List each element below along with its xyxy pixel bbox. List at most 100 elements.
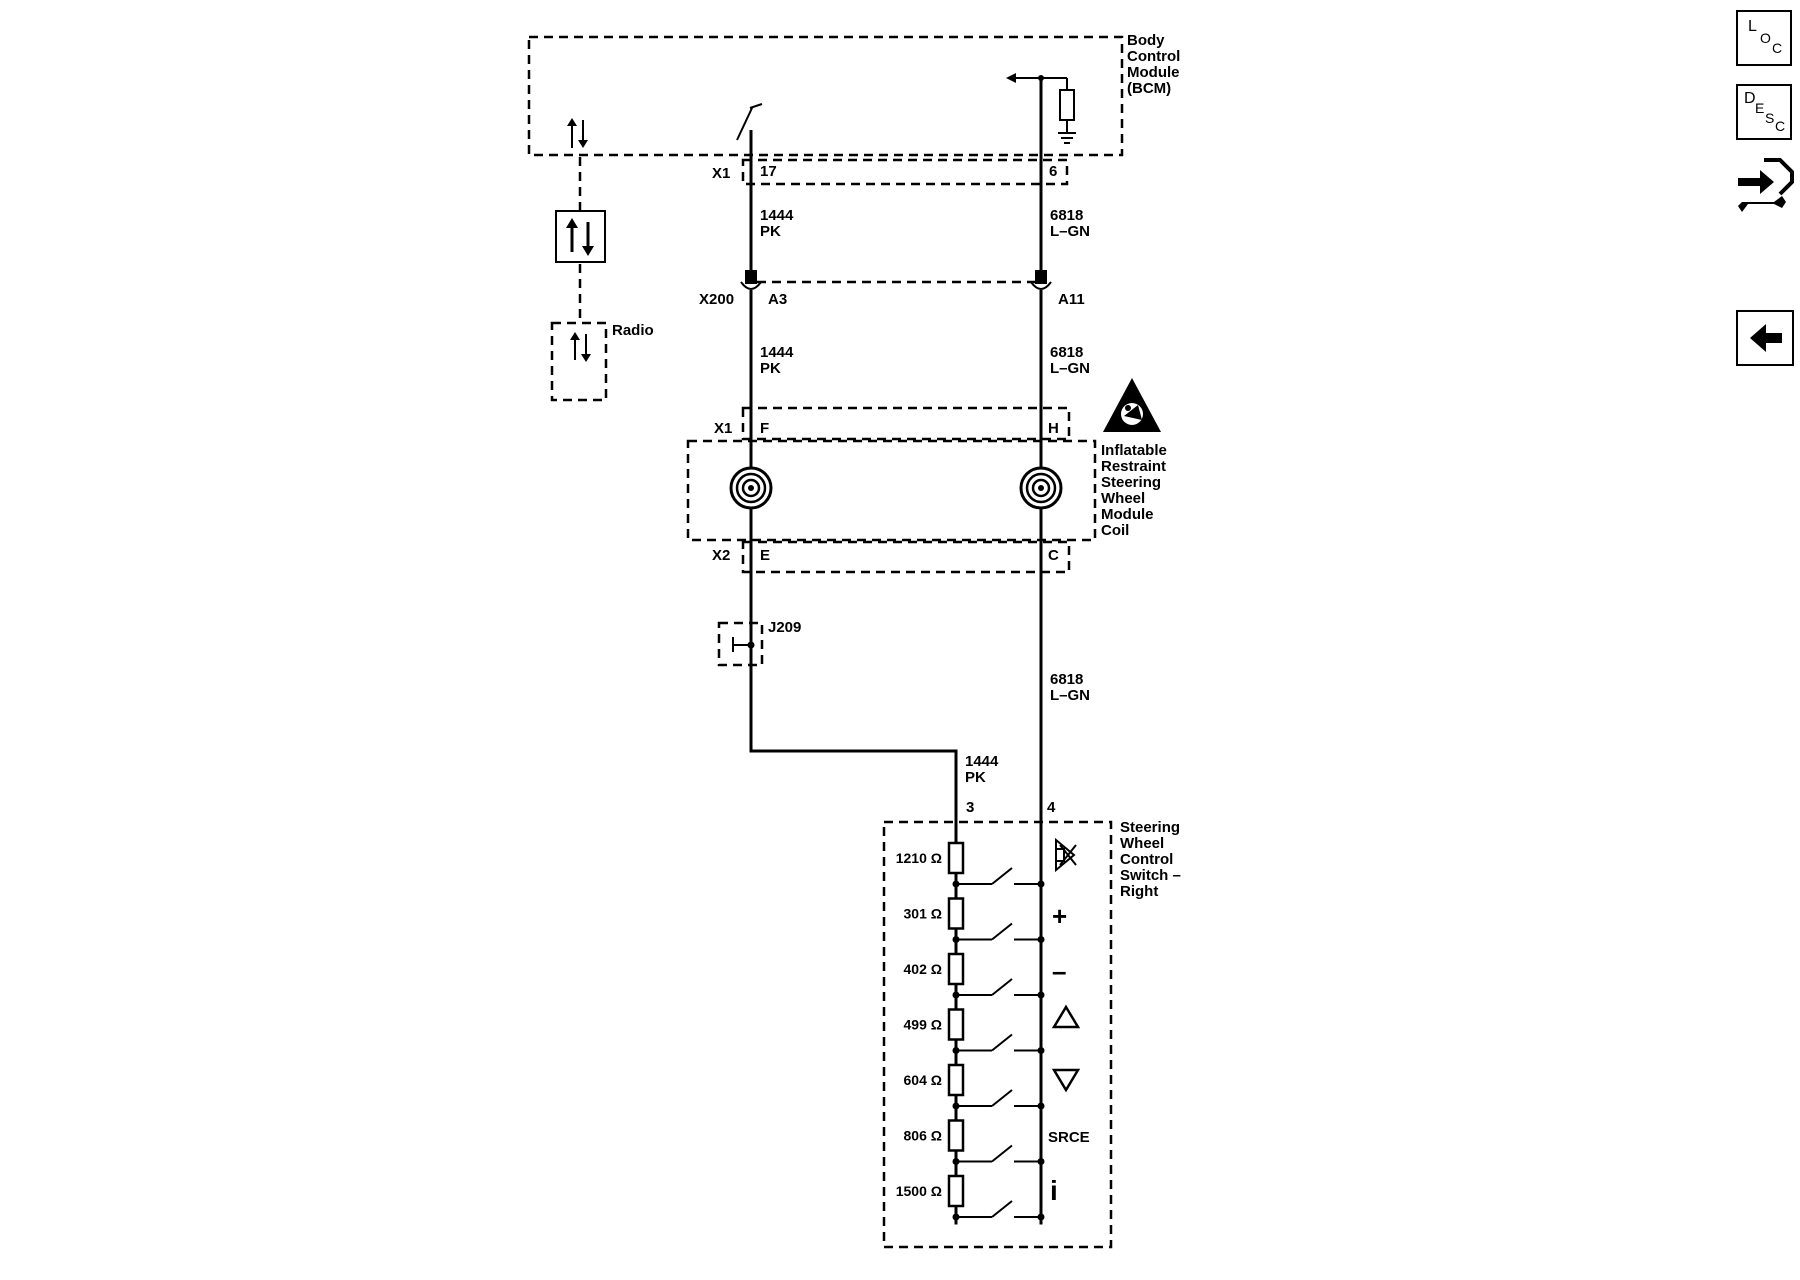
switch-outline bbox=[882, 820, 1113, 1249]
x200-pin-a3: A3 bbox=[768, 291, 787, 308]
switch-blade-6 bbox=[991, 1144, 1013, 1163]
resistor-3 bbox=[947, 952, 965, 986]
j209-splice bbox=[732, 637, 755, 652]
switch-label-3: Control bbox=[1120, 851, 1173, 868]
j209-splice-outline bbox=[717, 621, 764, 667]
resistor-4 bbox=[947, 1008, 965, 1041]
desc-letter-s: S bbox=[1765, 110, 1775, 126]
coil-label-3: Steering bbox=[1101, 474, 1161, 491]
volume-up-label: + bbox=[1052, 901, 1067, 931]
coil-pin-e: E bbox=[760, 547, 770, 564]
wire-1444-segment-3 bbox=[749, 552, 958, 822]
back-button[interactable] bbox=[1736, 310, 1794, 366]
wire-1444-circuit-3: 1444 bbox=[965, 753, 999, 770]
radio-label: Radio bbox=[612, 322, 654, 339]
volume-down-label: – bbox=[1052, 956, 1066, 986]
wire-1444-color-1: PK bbox=[760, 223, 781, 240]
switch-label-5: Right bbox=[1120, 883, 1158, 900]
resistor-label-5: 604 Ω bbox=[904, 1072, 942, 1088]
junction-right-4 bbox=[1037, 1047, 1045, 1054]
radio-outline bbox=[550, 321, 608, 402]
resistor-label-4: 499 Ω bbox=[904, 1017, 942, 1033]
junction-left-6 bbox=[952, 1158, 960, 1165]
junction-right-3 bbox=[1037, 991, 1045, 999]
wire-6818-circuit-3: 6818 bbox=[1050, 671, 1083, 688]
wire-6818-color-3: L–GN bbox=[1050, 687, 1090, 704]
switch-pin-4: 4 bbox=[1047, 799, 1056, 816]
junction-left-5 bbox=[952, 1102, 960, 1110]
connector-info-button[interactable] bbox=[1734, 156, 1794, 218]
junction-left-4 bbox=[952, 1047, 960, 1054]
resistor-label-2: 301 Ω bbox=[904, 906, 942, 922]
coil-top-connector-outline bbox=[741, 406, 1071, 441]
left-arrow-icon bbox=[1750, 324, 1782, 352]
wire-1444-circuit-2: 1444 bbox=[760, 344, 794, 361]
desc-letter-e: E bbox=[1755, 100, 1765, 116]
bcm-connector-outline bbox=[741, 158, 1069, 186]
coil-label-6: Coil bbox=[1101, 522, 1129, 539]
coil-pin-f: F bbox=[760, 420, 769, 437]
resistor-7 bbox=[947, 1174, 965, 1208]
bcm-pin-6: 6 bbox=[1049, 163, 1057, 180]
x200-connector-id: X200 bbox=[699, 291, 734, 308]
desc-letter-d: D bbox=[1744, 90, 1756, 107]
serial-data-icon bbox=[567, 118, 588, 148]
coil-label-1: Inflatable bbox=[1101, 442, 1167, 459]
switch-blade-4 bbox=[991, 1033, 1013, 1052]
resistor-2 bbox=[947, 897, 965, 930]
wire-6818-color-1: L–GN bbox=[1050, 223, 1090, 240]
loc-letter-o: O bbox=[1760, 30, 1771, 46]
resistor-6 bbox=[947, 1119, 965, 1152]
wire-6818-color-2: L–GN bbox=[1050, 360, 1090, 377]
resistor-1 bbox=[947, 841, 965, 875]
bcm-label-1: Body bbox=[1127, 32, 1165, 49]
wire-1444-circuit-1: 1444 bbox=[760, 207, 794, 224]
switch-label-2: Wheel bbox=[1120, 835, 1164, 852]
switch-label-4: Switch – bbox=[1120, 867, 1181, 884]
bcm-label-4: (BCM) bbox=[1127, 80, 1171, 97]
bcm-label-3: Module bbox=[1127, 64, 1180, 81]
switch-pin-3: 3 bbox=[966, 799, 974, 816]
clockspring-coil-right bbox=[1019, 466, 1063, 510]
coil-top-connector-id: X1 bbox=[714, 420, 732, 437]
coil-label-2: Restraint bbox=[1101, 458, 1166, 475]
junction-right-5 bbox=[1037, 1102, 1045, 1110]
connector-wrench-icon bbox=[1738, 158, 1794, 212]
location-button[interactable]: L O C bbox=[1736, 10, 1792, 66]
wire-6818-circuit-1: 6818 bbox=[1050, 207, 1083, 224]
switch-label-1: Steering bbox=[1120, 819, 1180, 836]
serial-data-module-icon bbox=[555, 210, 606, 263]
bcm-label-2: Control bbox=[1127, 48, 1180, 65]
junction-right-2 bbox=[1037, 936, 1045, 943]
x200-pin-a11: A11 bbox=[1058, 291, 1085, 308]
resistor-label-6: 806 Ω bbox=[904, 1128, 942, 1144]
bcm-pullup-resistor bbox=[1006, 73, 1076, 158]
switch-blade-2 bbox=[991, 922, 1013, 941]
mute-icon bbox=[1055, 837, 1077, 873]
junction-right-6 bbox=[1037, 1158, 1045, 1165]
clockspring-coil-left bbox=[729, 466, 773, 510]
wire-1444-color-3: PK bbox=[965, 769, 986, 786]
resistor-5 bbox=[947, 1063, 965, 1097]
x200-inline-connector bbox=[740, 270, 1052, 290]
loc-letter-c: C bbox=[1772, 40, 1783, 56]
resistor-label-7: 1500 Ω bbox=[896, 1183, 942, 1199]
coil-bottom-connector-id: X2 bbox=[712, 547, 730, 564]
info-label: i bbox=[1050, 1175, 1058, 1206]
resistor-label-3: 402 Ω bbox=[904, 961, 942, 977]
description-button[interactable]: D E S C bbox=[1736, 84, 1792, 140]
radio-serial-icon bbox=[570, 332, 591, 362]
switch-blade-1 bbox=[991, 867, 1013, 885]
coil-label-4: Wheel bbox=[1101, 490, 1145, 507]
junction-left-1 bbox=[952, 880, 960, 888]
source-label: SRCE bbox=[1048, 1129, 1090, 1146]
junction-right-7 bbox=[1037, 1213, 1045, 1221]
coil-label-5: Module bbox=[1101, 506, 1154, 523]
wire-1444-color-2: PK bbox=[760, 360, 781, 377]
switch-blade-7 bbox=[991, 1200, 1013, 1218]
bcm-pin-17: 17 bbox=[760, 163, 777, 180]
desc-letter-c: C bbox=[1775, 118, 1786, 134]
j209-label: J209 bbox=[768, 619, 801, 636]
